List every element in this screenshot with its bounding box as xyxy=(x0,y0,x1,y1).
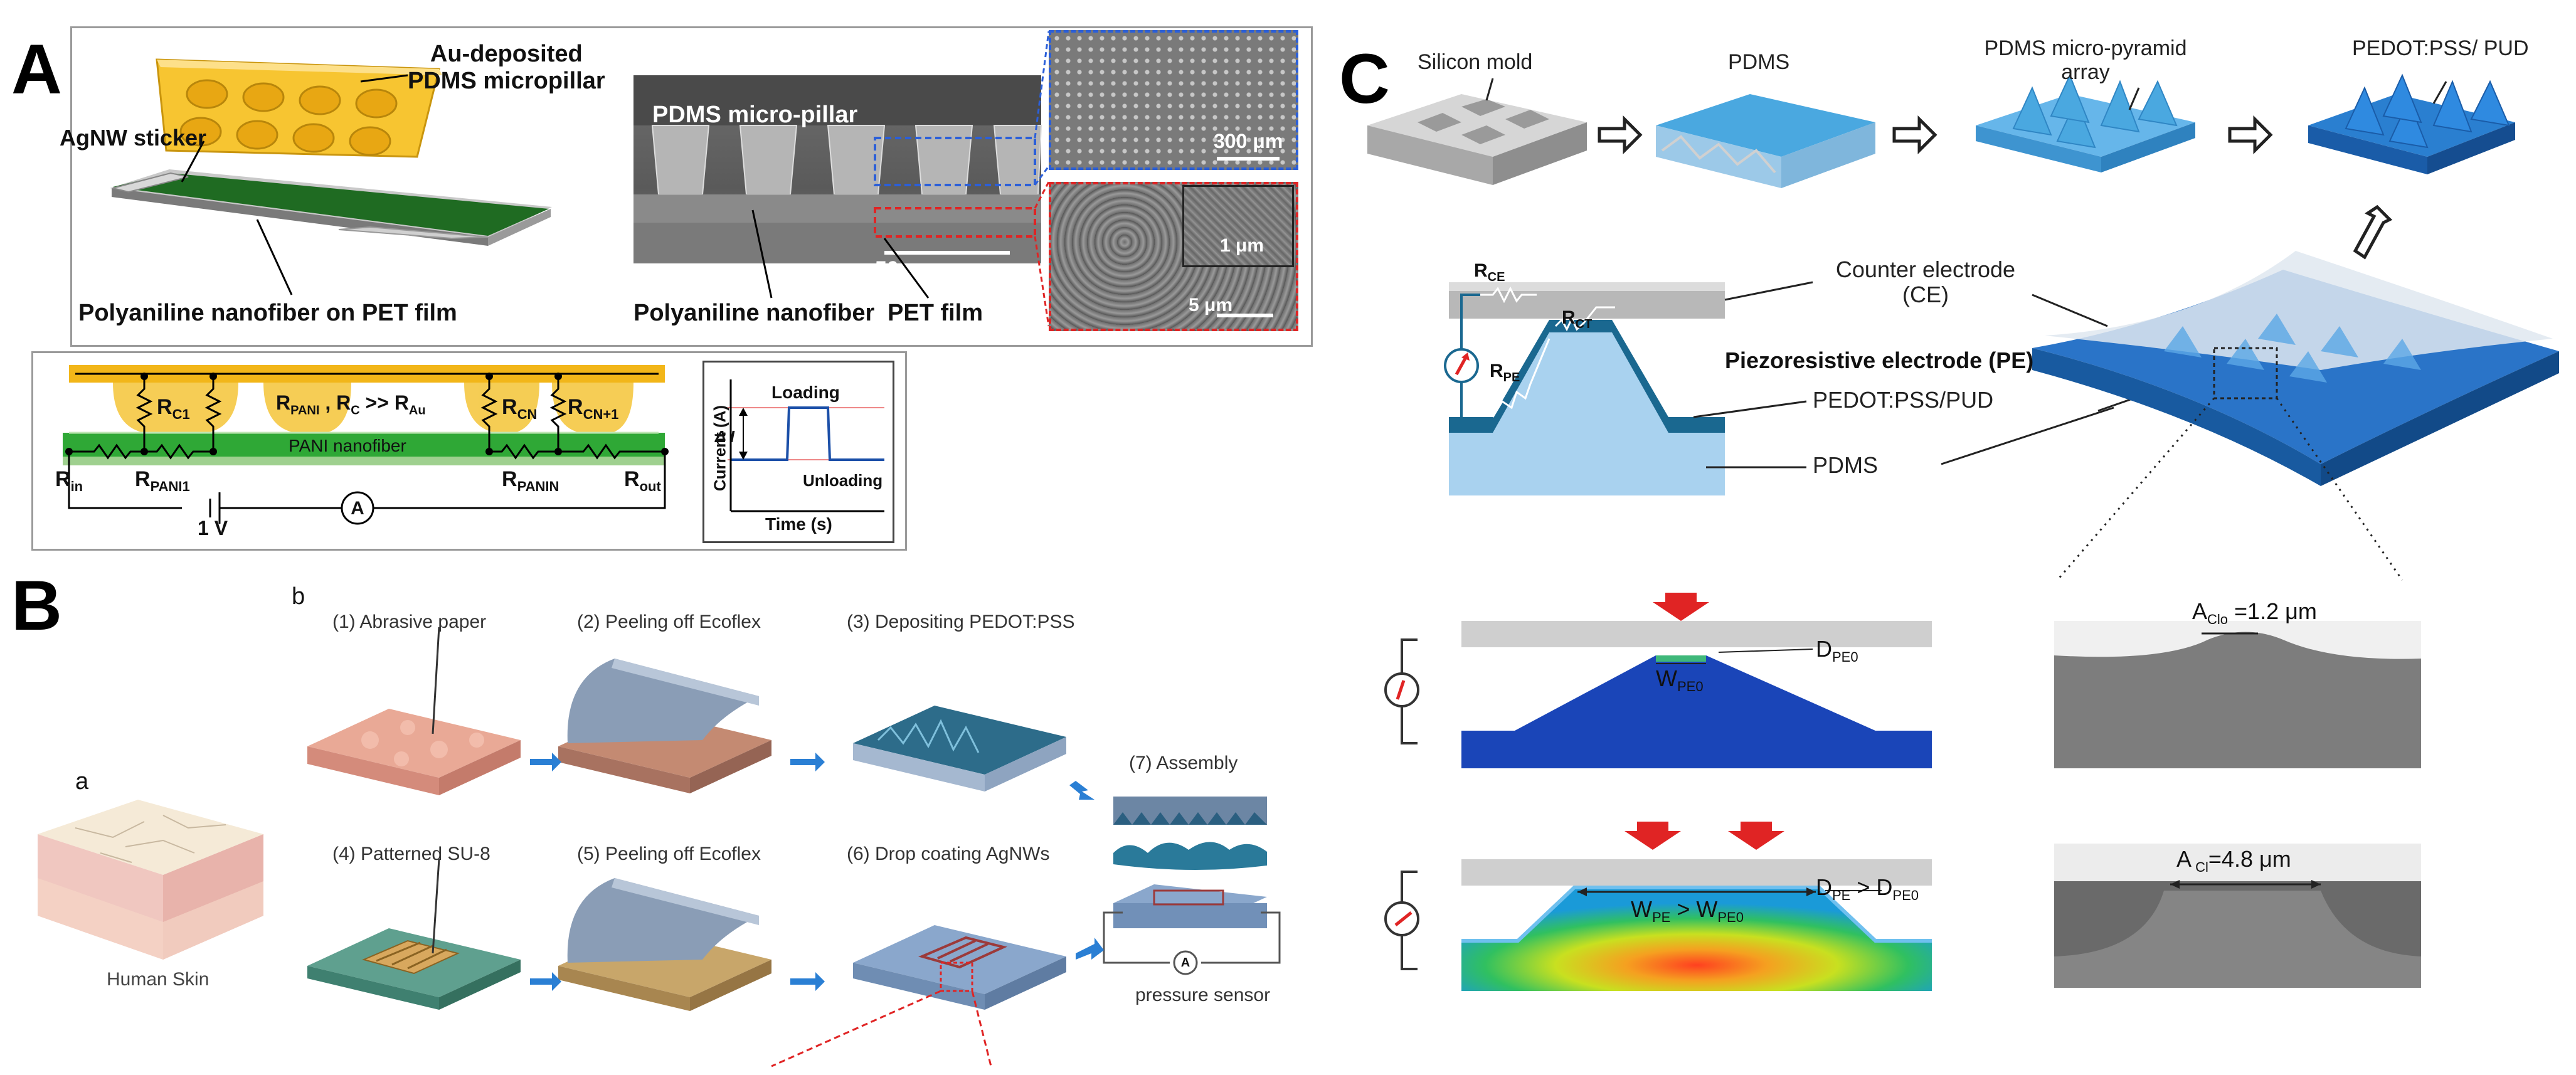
label-rpe: RPE xyxy=(1490,361,1520,384)
human-skin-label: Human Skin xyxy=(107,969,209,990)
graph-loading: Loading xyxy=(771,383,840,402)
graph-unloading: Unloading xyxy=(803,471,883,490)
sem-inset-array xyxy=(1049,30,1298,170)
label-rpanin: RPANIN xyxy=(502,467,559,494)
label-rout: Rout xyxy=(624,467,661,494)
counter-electrode-label: Counter electrode(CE) xyxy=(1835,257,2016,308)
scale-bar-5: 5 μm xyxy=(1189,295,1233,315)
step-3-label: (3) Depositing PEDOT:PSS xyxy=(847,612,1075,632)
scale-bar-5-line xyxy=(1217,314,1273,317)
label-rce: RCE xyxy=(1474,260,1505,284)
scale-bar-50: 50 μm xyxy=(875,257,937,281)
label-wpe-gt: WPE > WPE0 xyxy=(1631,896,1744,926)
label-rpani1: RPANI1 xyxy=(135,467,190,494)
label-rcn1: RCN+1 xyxy=(568,395,619,422)
scale-bar-300-line xyxy=(1217,157,1280,161)
pdms-label: PDMS xyxy=(1813,452,1879,478)
step-7-label: (7) Assembly xyxy=(1129,753,1238,773)
au-pillar-label: Au-deposited PDMS micropillar xyxy=(408,41,605,94)
piezo-electrode-label: Piezoresistive electrode (PE) xyxy=(1725,347,2034,373)
pani-pet-label: Polyaniline nanofiber on PET film xyxy=(78,300,457,326)
panel-a-top-frame xyxy=(70,26,1313,347)
panel-b-sub-b: b xyxy=(292,583,305,610)
label-rc1: RC1 xyxy=(157,395,190,422)
sem-pillar-label: PDMS micro-pillar xyxy=(652,102,858,128)
agnw-label: AgNW sticker xyxy=(60,125,207,151)
graph-delta: Δ I xyxy=(715,427,734,446)
label-wpe0: WPE0 xyxy=(1656,665,1704,695)
scale-bar-1: 1 μm xyxy=(1220,235,1264,256)
step-1-label: (1) Abrasive paper xyxy=(332,612,487,632)
c-step-pedot: PEDOT:PSS/ PUD xyxy=(2352,36,2529,60)
step-4-label: (4) Patterned SU-8 xyxy=(332,844,490,864)
label-dpe-gt: DPE > DPE0 xyxy=(1816,874,1919,904)
panel-letter-a: A xyxy=(11,30,62,109)
c-step-pdms: PDMS xyxy=(1728,50,1790,74)
step-5-label: (5) Peeling off Ecoflex xyxy=(577,844,761,864)
sem-pet-label: PET film xyxy=(888,300,983,326)
current-time-trace xyxy=(728,379,884,512)
assembly-ammeter-a: A xyxy=(1180,956,1190,970)
label-relation: RPANI , RC >> RAu xyxy=(276,391,426,418)
ammeter-symbol-a: A xyxy=(351,498,364,519)
sem-inset-zoom xyxy=(1182,185,1294,267)
panel-letter-b: B xyxy=(11,566,62,645)
label-rin: Rin xyxy=(55,467,83,494)
label-acl: A Cl=4.8 μm xyxy=(2176,846,2291,876)
label-rct: RCT xyxy=(1562,307,1593,331)
panel-letter-c: C xyxy=(1339,40,1390,118)
sem-pani-label: Polyaniline nanofiber xyxy=(633,300,875,326)
c-step-silicon-mold: Silicon mold xyxy=(1418,50,1533,74)
panel-b-sub-a: a xyxy=(75,768,89,795)
step-2-label: (2) Peeling off Ecoflex xyxy=(577,612,761,632)
pressure-sensor-label: pressure sensor xyxy=(1135,985,1271,1005)
pedot-pud-label: PEDOT:PSS/PUD xyxy=(1813,387,1994,413)
label-aclo: AClo =1.2 μm xyxy=(2192,598,2317,628)
panel-a-circuit-frame xyxy=(31,351,907,551)
scale-bar-300: 300 μm xyxy=(1214,130,1283,152)
label-pani-nanofiber: PANI nanofiber xyxy=(289,436,406,455)
label-dpe0: DPE0 xyxy=(1816,636,1858,665)
graph-xlabel: Time (s) xyxy=(765,514,832,534)
current-time-graph xyxy=(702,361,894,543)
label-voltage: 1 V xyxy=(198,517,228,539)
label-rcn: RCN xyxy=(502,395,538,422)
step-6-label: (6) Drop coating AgNWs xyxy=(847,844,1050,864)
sem-pillars xyxy=(633,75,1042,263)
